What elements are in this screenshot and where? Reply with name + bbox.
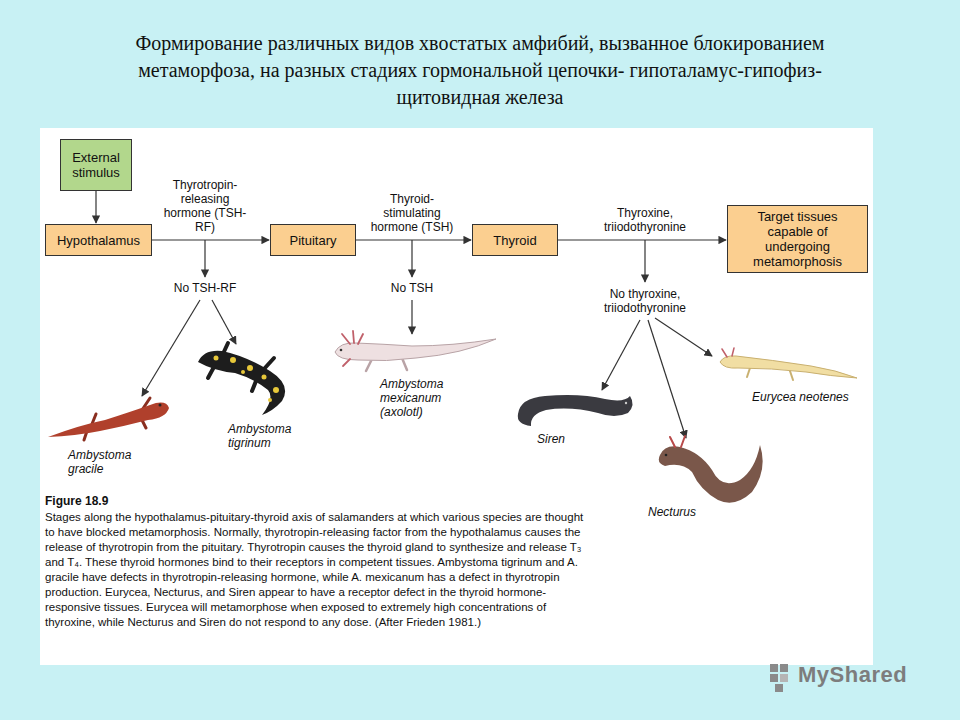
figure-caption: Stages along the hypothalamus-pituitary-… [45,510,585,630]
box-text: Hypothalamus [57,233,140,248]
edge-label: Thyroxine, triiodothyronine [585,206,705,234]
block-label: No TSH-RF [160,281,250,295]
edge-label: Thyrotropin-releasing hormone (TSH-RF) [159,178,251,234]
box-text: Target tissues capable of undergoing met… [734,209,861,269]
figure-panel [40,128,873,665]
box-text: Pituitary [290,233,337,248]
species-name: Siren [537,432,597,446]
block-label: No thyroxine, triiodothyronine [585,287,705,315]
eurycea-figure [720,348,857,380]
species-name: Eurycea neotenes [752,390,870,404]
hormone-arrow [558,239,726,240]
tigrinum-figure [198,343,285,415]
gland-box: Thyroid [472,224,558,256]
species-name: Ambystoma mexicanum (axolotl) [380,377,462,419]
box-text: External stimulus [67,150,125,180]
gracile-figure [48,398,169,440]
edge-label: Thyroid-stimulating hormone (TSH) [362,192,462,234]
species-name: Ambystoma tigrinum [228,422,308,450]
hormone-arrow [356,239,471,240]
watermark-icon [770,664,788,692]
block-label: No TSH [367,281,457,295]
figure-number: Figure 18.9 [45,494,245,508]
gland-box: Pituitary [270,224,356,256]
box-text: Thyroid [493,233,536,248]
branch-arrows [142,240,712,438]
stimulus-box: External stimulus [60,139,132,191]
gland-box: Hypothalamus [45,224,152,256]
siren-figure [518,395,633,426]
species-name: Ambystoma gracile [68,448,148,476]
target-box: Target tissues capable of undergoing met… [727,205,868,273]
species-name: Necturus [648,505,718,519]
axolotl-figure [335,331,496,371]
watermark: MyShared [798,662,948,688]
necturus-figure [659,436,763,503]
slide-title: Формирование различных видов хвостатых а… [90,30,870,111]
hormone-arrow [95,191,96,223]
hormone-arrow [152,239,269,240]
